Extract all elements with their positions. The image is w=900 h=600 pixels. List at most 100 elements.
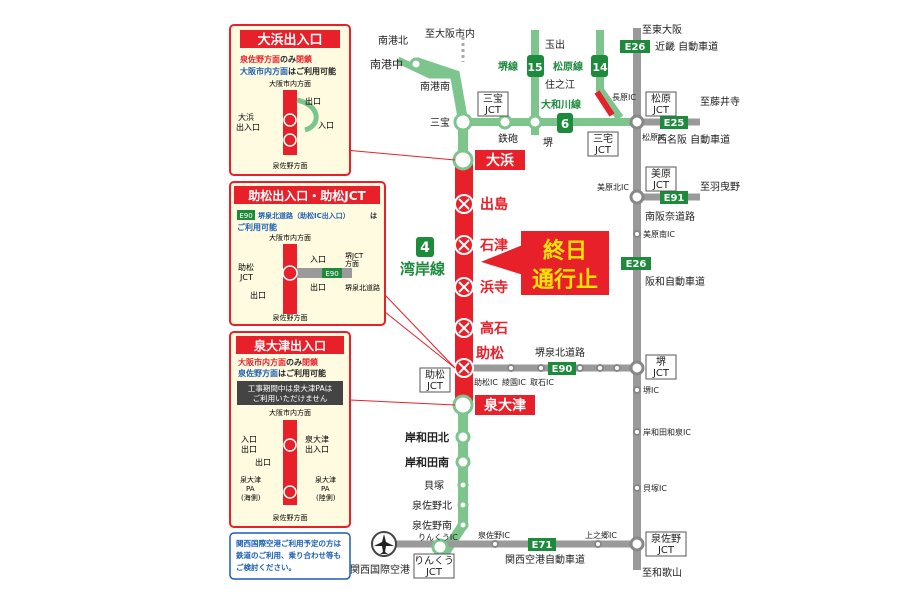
label-nankounaka: 南港中 <box>370 58 403 71</box>
svg-text:三宝: 三宝 <box>483 92 503 105</box>
sakai-ic-node <box>633 386 641 394</box>
matsubara-red <box>594 90 615 117</box>
panel1-bottom-dir: 泉佐野方面 <box>273 161 308 170</box>
sakai-jct-box: 堺JCT <box>645 354 677 380</box>
e26-top-bg <box>620 40 650 53</box>
label-tamade: 玉出 <box>545 38 565 51</box>
panel2-x <box>282 265 298 281</box>
label-sukematsu-ic: 助松IC <box>474 377 498 387</box>
label-sanbo: 三宝 <box>430 116 450 129</box>
izumiotsu-box: 泉大津 <box>475 395 535 415</box>
closed-mark-ishizu <box>454 235 474 255</box>
sanbo-node <box>453 112 473 132</box>
matsubara-shield: 14 <box>591 55 608 77</box>
panel3-izumi-label: 泉大津 <box>305 434 329 444</box>
label-to-higashiosaka: 至東大阪 <box>642 23 682 36</box>
svg-text:JCT: JCT <box>425 567 443 578</box>
panel3-line2: 泉佐野方面はご利用可能 <box>237 368 326 378</box>
label-toridai: 取石IC <box>530 378 554 387</box>
panel2-jct2: JCT <box>239 273 253 282</box>
svg-text:三宅: 三宅 <box>593 132 613 145</box>
e26-mid: E26 <box>626 259 647 270</box>
panel2-bottom-dir: 泉佐野方面 <box>273 313 308 322</box>
label-matsubara-ic: 松原IC <box>642 132 666 142</box>
label-sumiyoshi: 住之江 <box>545 78 575 91</box>
e71: E71 <box>532 540 553 551</box>
panel3-exit: 出口 <box>255 457 271 467</box>
panel2-senboku: 堺泉北道路 <box>345 283 380 292</box>
south-station-labels: 岸和田北 岸和田南 貝塚 泉佐野北 泉佐野南 <box>405 430 452 532</box>
izumisano-ic-node <box>491 540 499 548</box>
label-hanwa: 阪和自動車道 <box>645 275 705 288</box>
svg-text:堺: 堺 <box>656 356 666 368</box>
panel1-entry-label: 大浜 <box>238 112 254 122</box>
panel3-pa-right2: PA <box>321 485 330 493</box>
panel1-exit: 出口 <box>305 96 321 106</box>
label-izumisano-ic: 泉佐野IC <box>478 530 510 540</box>
panel3-izumi-label2: 出入口 <box>305 444 329 454</box>
label-senboku-road: 堺泉北道路 <box>535 346 585 359</box>
izumiotsu-node <box>452 394 474 416</box>
closure-callout: 終日 通行止 <box>475 229 611 297</box>
taiheiji-node <box>596 364 604 372</box>
mihara-minami-node <box>633 230 641 238</box>
sakai-line-shield: 15 <box>527 55 544 77</box>
nankou-branch <box>396 56 455 79</box>
wangan-nodes <box>409 57 543 556</box>
izumisanokita-node <box>457 499 469 511</box>
e25: E25 <box>664 118 685 129</box>
e25-bg <box>660 116 688 129</box>
e26-top: E26 <box>625 42 646 53</box>
wangan-shield: 4 湾岸線 <box>400 237 445 278</box>
airport-note-1: 関西国際空港ご利用予定の方は <box>236 538 341 548</box>
ayazono-node <box>507 364 515 372</box>
izumisano-jct-node <box>629 536 645 552</box>
closure-line1: 終日 <box>543 238 587 264</box>
label-nankoukita: 南港北 <box>378 34 408 47</box>
svg-text:JCT: JCT <box>652 105 670 116</box>
label-izumisanominami: 泉佐野南 <box>412 519 452 532</box>
panel3-pa-left3: (海側) <box>241 493 261 502</box>
panel2-top-dir: 大阪市内方面 <box>269 233 311 242</box>
label-matsubara-line: 松原線 <box>553 60 583 73</box>
panel3-pa-left: 泉大津 <box>240 475 261 484</box>
svg-text:泉佐野: 泉佐野 <box>651 532 681 545</box>
e90: E90 <box>552 364 573 375</box>
connector-3 <box>349 399 456 406</box>
panel2-title: 助松出入口・助松JCT <box>248 188 366 203</box>
rinku-jct-node <box>431 538 449 556</box>
panel2-note-d: ご利用可能 <box>237 222 277 232</box>
label-mihara-minami: 美原南IC <box>643 229 675 239</box>
kishiwadaminami-node <box>455 454 471 470</box>
nankounaka-node <box>409 57 423 71</box>
airport-note-3: ご検討ください。 <box>236 562 296 572</box>
label-to-habikino: 至羽曳野 <box>700 181 740 193</box>
ohama-node <box>452 149 474 171</box>
label-kaminogo: 上之郷IC <box>585 530 617 540</box>
closed-mark-hamadera <box>454 277 474 297</box>
label-sakai: 堺 <box>543 137 553 149</box>
matsubara-jct-node <box>629 114 645 130</box>
panel-izumiotsu: 泉大津出入口 大阪市内方面のみ閉鎖 泉佐野方面はご利用可能 工事期間中は泉大津P… <box>229 331 351 528</box>
airport-note: 関西国際空港ご利用予定の方は 鉄道のご利用、乗り合わせ等も ご検討ください。 <box>229 532 351 580</box>
panel2-sakai-jct2: 方面 <box>345 259 359 268</box>
label-mihara-kita: 美原北IC <box>597 182 629 192</box>
izumisanominami-node <box>457 519 469 531</box>
panel1-entry: 入口 <box>318 121 334 130</box>
label-sakai-line: 堺線 <box>498 60 518 73</box>
panel1-title: 大浜出入口 <box>257 32 322 48</box>
yamato-shield: 6 <box>557 113 573 133</box>
svg-text:JCT: JCT <box>657 545 675 556</box>
closed-mark-sukematsu <box>454 358 474 378</box>
label-kishiwadakita: 岸和田北 <box>405 430 449 444</box>
label-sakai-ic: 堺IC <box>643 385 659 395</box>
panel1-x1 <box>283 113 297 127</box>
svg-text:JCT: JCT <box>652 180 670 191</box>
label-kanku-road: 関西空港自動車道 <box>505 553 585 566</box>
svg-text:JCT: JCT <box>652 368 670 379</box>
izumiotsu-label: 泉大津 <box>484 397 526 414</box>
